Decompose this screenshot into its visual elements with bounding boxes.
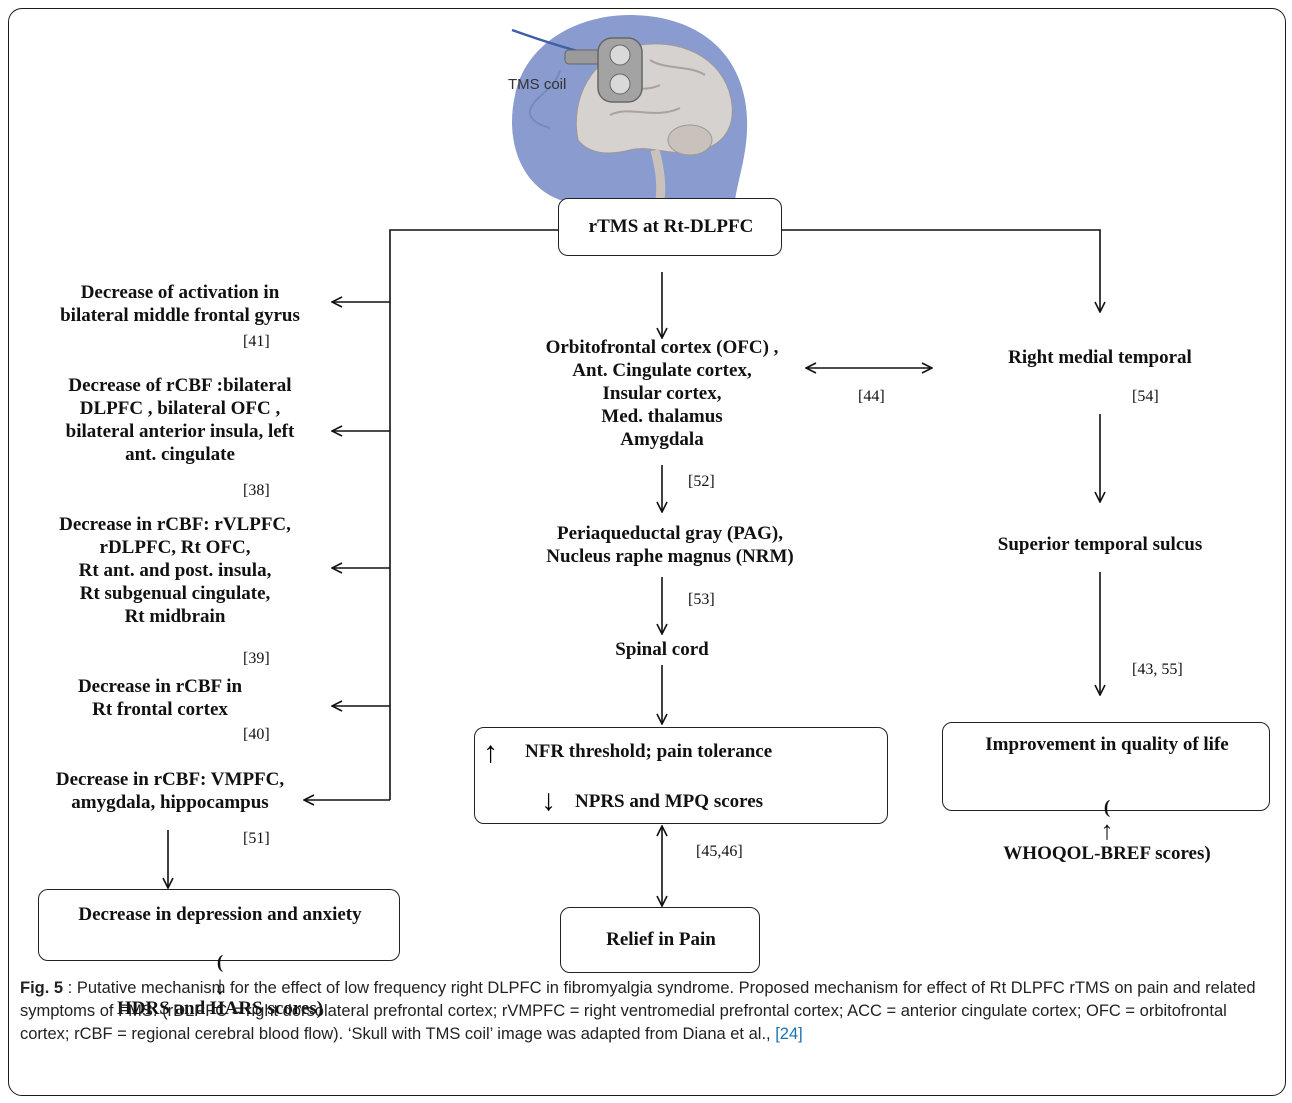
whoqol-text: WHOQOL-BREF scores) [1003,843,1211,864]
depression-anxiety-box: Decrease in depression and anxiety ( ↓ H… [38,889,400,1019]
up-arrow-icon: ↑ [483,736,498,769]
left-node-2: Decrease of rCBF :bilateral DLPFC , bila… [65,375,295,465]
center-ref-mid: [44] [858,388,885,405]
caption-text: : Putative mechanism for the effect of l… [20,979,1256,1043]
caption-label: Fig. 5 [20,979,64,997]
center-node-3: Spinal cord [615,639,709,660]
quality-of-life-box: Improvement in quality of life ( ↑ WHOQO… [942,722,1270,864]
paren-open: ( [216,952,224,973]
relief-box: Relief in Pain [560,907,760,973]
down-arrow-icon: ↓ [213,971,227,1000]
nfr-box: ↑ NFR threshold; pain tolerance ↓ NPRS a… [474,727,888,824]
center-ref-1: [52] [688,473,715,490]
down-arrow-icon: ↓ [541,784,556,817]
tms-coil-label: TMS coil [508,76,567,93]
depression-box-line1: Decrease in depression and anxiety [78,904,362,925]
left-ref-2: [38] [243,482,270,499]
tms-coil [511,28,643,103]
center-ref-2: [53] [688,591,715,608]
left-ref-5: [51] [243,830,270,847]
right-ref-2: [43, 55] [1132,661,1183,678]
depression-box-line2: ( ↓ HDRS and HARS scores) [39,928,401,1020]
qol-line1: Improvement in quality of life [985,734,1229,755]
nfr-line: NFR threshold; pain tolerance [525,741,773,762]
left-node-1: Decrease of activation in bilateral midd… [60,282,300,326]
left-node-5: Decrease in rCBF: VMPFC, amygdala, hippo… [55,769,285,813]
hdrs-hars-text: HDRS and HARS scores) [116,998,324,1019]
top-box-label: rTMS at Rt-DLPFC [588,216,754,237]
figure-caption: Fig. 5 : Putative mechanism for the effe… [20,977,1275,1046]
center-ref-3: [45,46] [696,843,743,860]
right-node-1: Right medial temporal [1008,347,1192,368]
center-node-1: Orbitofrontal cortex (OFC) , Ant. Cingul… [545,337,779,450]
relief-label: Relief in Pain [606,929,716,950]
left-ref-4: [40] [243,726,270,743]
left-node-3: Decrease in rCBF: rVLPFC, rDLPFC, Rt OFC… [59,514,291,627]
paren-open: ( [1103,797,1111,818]
left-node-4: Decrease in rCBF in Rt frontal cortex [77,676,243,720]
center-node-2: Periaqueductal gray (PAG), Nucleus raphe… [546,523,794,567]
right-node-2: Superior temporal sulcus [997,534,1203,555]
caption-citation-link[interactable]: [24] [775,1025,803,1043]
left-ref-1: [41] [243,333,270,350]
nprs-mpq-line: NPRS and MPQ scores [575,791,764,812]
right-ref-1: [54] [1132,388,1159,405]
up-arrow-icon: ↑ [1100,816,1114,845]
left-ref-3: [39] [243,650,270,667]
top-box: rTMS at Rt-DLPFC [558,198,782,256]
qol-line2: ( ↑ WHOQOL-BREF scores) [943,773,1271,865]
